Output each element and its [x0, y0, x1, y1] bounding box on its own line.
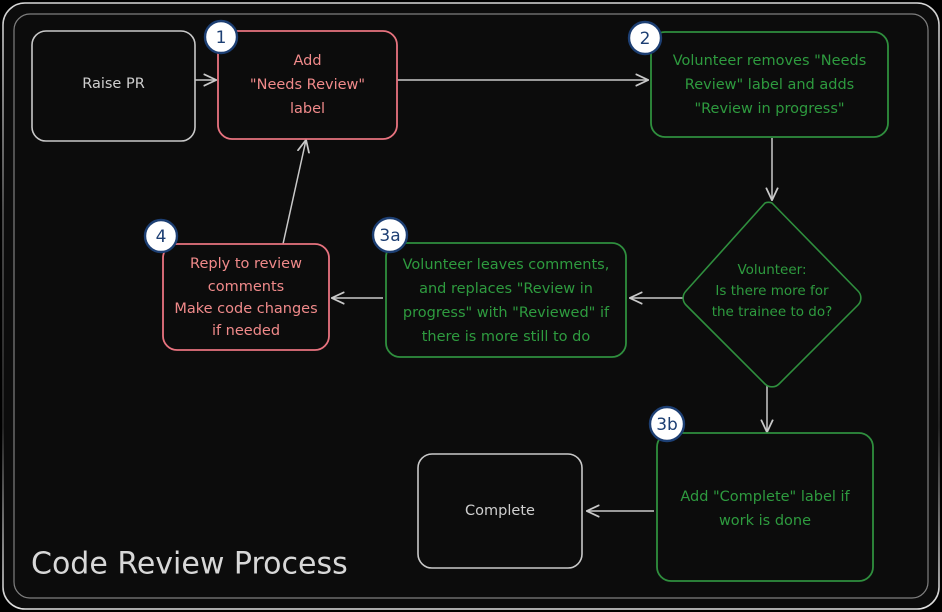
node-add-complete-label-box [656, 432, 874, 582]
node-volunteer-leaves-comments-line-0: Volunteer leaves comments, [403, 257, 610, 273]
node-volunteer-leaves-comments-line-3: there is more still to do [422, 329, 591, 345]
node-complete-box [417, 453, 583, 569]
node-raise-pr-box [31, 30, 196, 142]
node-reply-to-review-comments-line-2: Make code changes [174, 301, 317, 317]
badge-3b-label: 3b [656, 415, 678, 435]
badge-3a-label: 3a [379, 226, 400, 246]
node-volunteer-removes-needs-review-line-2: "Review in progress" [694, 101, 844, 117]
node-reply-to-review-comments-line-0: Reply to review [190, 256, 302, 272]
node-volunteer-decision-line-2: the trainee to do? [712, 304, 833, 320]
node-add-complete-label-line-0: Add "Complete" label if [680, 489, 850, 505]
badge-4-label: 4 [156, 227, 167, 247]
node-reply-to-review-comments-line-1: comments [208, 279, 284, 295]
badge-3a[interactable]: 3a [371, 216, 409, 254]
badge-4-circle [143, 218, 179, 254]
node-add-needs-review-label-line-0: Add [293, 53, 321, 69]
node-add-needs-review-label-line-1: "Needs Review" [250, 77, 365, 93]
badge-2[interactable]: 2 [627, 20, 663, 56]
badge-3b-circle [648, 405, 686, 443]
badge-1-label: 1 [216, 28, 227, 48]
badge-2-circle [627, 20, 663, 56]
node-add-needs-review-label-line-2: label [290, 101, 325, 117]
node-add-complete-label-line-1: work is done [719, 513, 811, 529]
badge-3a-circle [371, 216, 409, 254]
node-volunteer-removes-needs-review-box [650, 31, 889, 138]
node-volunteer-removes-needs-review-line-0: Volunteer removes "Needs [673, 53, 867, 69]
node-volunteer-leaves-comments-line-1: and replaces "Review in [419, 281, 593, 297]
node-volunteer-leaves-comments-box [385, 242, 627, 358]
node-volunteer-decision-line-0: Volunteer: [737, 262, 806, 278]
node-reply-to-review-comments[interactable]: Reply to review comments Make code chang… [162, 243, 330, 351]
node-volunteer-removes-needs-review[interactable]: Volunteer removes "Needs Review" label a… [650, 31, 889, 138]
badge-1-circle [203, 19, 239, 55]
node-add-needs-review-label-box [217, 30, 398, 140]
node-volunteer-removes-needs-review-line-1: Review" label and adds [685, 77, 854, 93]
node-volunteer-leaves-comments-line-2: progress" with "Reviewed" if [403, 305, 610, 321]
node-volunteer-leaves-comments[interactable]: Volunteer leaves comments, and replaces … [385, 242, 627, 358]
badge-1[interactable]: 1 [203, 19, 239, 55]
badge-3b[interactable]: 3b [648, 405, 686, 443]
edge-layer [195, 80, 772, 511]
node-raise-pr-line-0: Raise PR [82, 76, 145, 92]
badge-4[interactable]: 4 [143, 218, 179, 254]
node-raise-pr[interactable]: Raise PR [31, 30, 196, 142]
node-volunteer-decision[interactable]: Volunteer: Is there more for the trainee… [682, 201, 862, 388]
node-add-complete-label[interactable]: Add "Complete" label if work is done [656, 432, 874, 582]
node-reply-to-review-comments-line-3: if needed [212, 323, 280, 339]
node-complete-line-0: Complete [465, 503, 535, 519]
page-title: Code Review Process [31, 547, 348, 582]
badge-layer: 1 2 3a 4 3b [143, 19, 686, 443]
edge-reply-to-add-label [282, 140, 306, 245]
node-volunteer-decision-line-1: Is there more for [715, 283, 829, 299]
node-add-needs-review-label[interactable]: Add "Needs Review" label [217, 30, 398, 140]
node-reply-to-review-comments-box [162, 243, 330, 351]
badge-2-label: 2 [640, 29, 651, 49]
node-volunteer-decision-shape [682, 201, 862, 388]
node-complete[interactable]: Complete [417, 453, 583, 569]
